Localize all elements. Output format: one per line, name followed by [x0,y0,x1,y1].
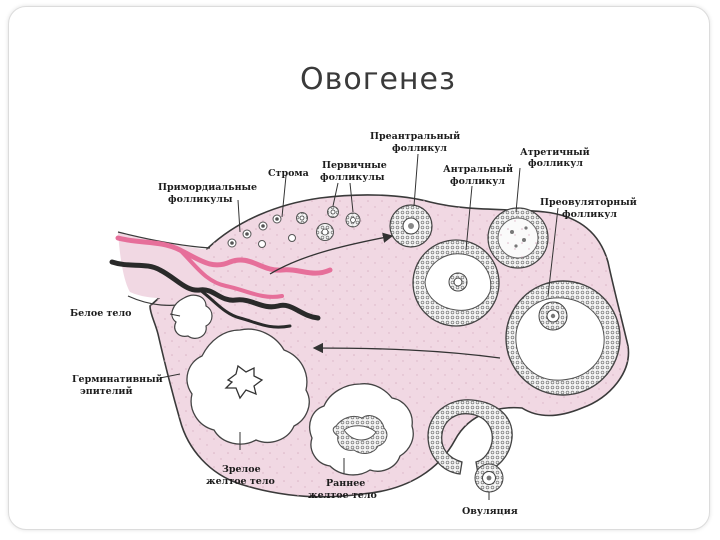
ovulated-oocyte [474,463,504,493]
label-mature-cl-1: Зрелое [222,464,261,475]
preantral-follicle [389,204,433,248]
blood-vessel-pink [115,235,333,276]
atretic-follicle [487,207,549,269]
leader-lines [159,153,559,500]
label-preovulatory-1: Преовуляторный [540,197,637,208]
label-primordial-2: фолликулы [168,194,233,205]
early-corpus-luteum [309,383,414,476]
label-preantral-1: Преантральный [370,131,460,142]
label-primary-2: фолликулы [320,172,385,183]
label-antral-1: Антральный [443,164,513,175]
blood-vessel-dark [109,259,321,321]
label-early-cl-1: Раннее [326,478,365,489]
label-white-body: Белое тело [70,308,132,319]
corpus-albicans [171,294,213,339]
primary-follicles [296,206,361,241]
label-preantral-2: фолликул [392,143,447,154]
label-primary-1: Первичные [322,160,387,171]
antral-follicle [412,239,500,327]
label-preovulatory-2: фолликул [562,209,617,220]
label-ovulation: Овуляция [462,506,518,517]
cycle-arrow-bottom [312,342,501,359]
label-atretic-2: фолликул [528,158,583,169]
cycle-arrow-top [269,232,394,275]
primordial-follicles [227,214,296,248]
hilum [118,232,210,300]
label-stroma: Строма [268,168,309,179]
label-germinal-1: Герминативный [72,374,163,385]
mature-corpus-luteum [186,328,310,445]
ruptured-follicle [427,399,513,475]
label-atretic-1: Атретичный [520,147,590,158]
label-primordial-1: Примордиальные [158,182,257,193]
label-germinal-2: эпителий [80,386,133,397]
label-mature-cl-2: желтое тело [206,476,275,487]
label-antral-2: фолликул [450,176,505,187]
slide-title: Овогенез [300,62,456,97]
label-early-cl-2: желтое тело [308,490,377,501]
preovulatory-follicle [505,280,621,396]
